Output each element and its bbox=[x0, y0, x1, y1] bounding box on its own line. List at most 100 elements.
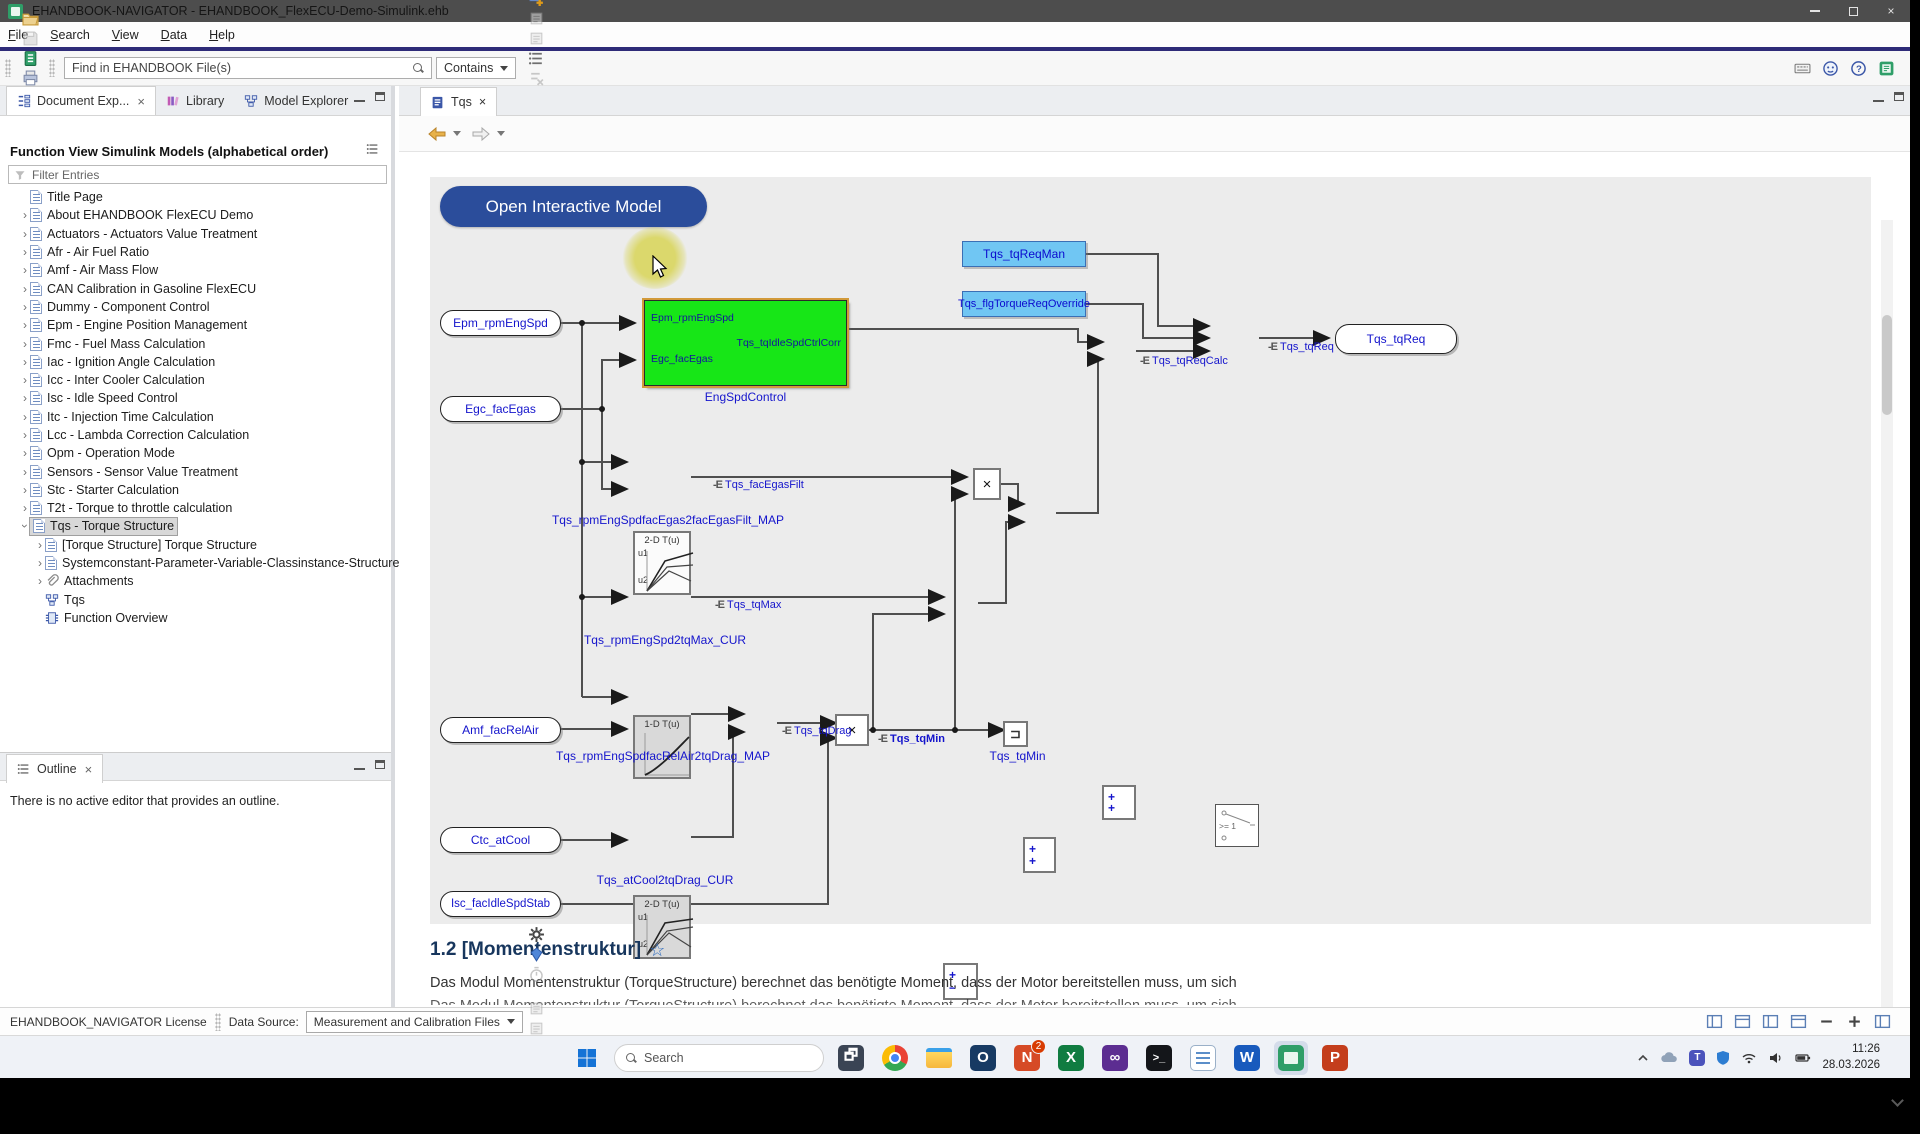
visual-studio-icon[interactable]: ∞ bbox=[1098, 1041, 1132, 1075]
chevron-right-icon[interactable]: › bbox=[20, 391, 30, 405]
notepad-icon[interactable] bbox=[1186, 1041, 1220, 1075]
tree-item[interactable]: ›Itc - Injection Time Calculation bbox=[0, 408, 393, 426]
signal-label[interactable]: -ETqs_tqDrag bbox=[782, 725, 851, 737]
tree-item[interactable]: ›Opm - Operation Mode bbox=[0, 444, 393, 462]
contains-dropdown[interactable]: Contains bbox=[436, 57, 516, 79]
chevron-right-icon[interactable]: › bbox=[20, 373, 30, 387]
constant-block[interactable]: Tqs_tqReqMan bbox=[962, 241, 1086, 267]
minimize-button[interactable] bbox=[1796, 0, 1834, 22]
tree-item[interactable]: ›Dummy - Component Control bbox=[0, 298, 393, 316]
security-icon[interactable] bbox=[1716, 1050, 1730, 1065]
open-interactive-model-button[interactable]: Open Interactive Model bbox=[440, 186, 707, 227]
taskbar-search-input[interactable]: Search bbox=[614, 1044, 824, 1072]
goto-block[interactable]: ⊐ bbox=[1003, 721, 1028, 747]
add-block-button[interactable] bbox=[525, 0, 547, 8]
desktop-app-icon[interactable]: 🗗 bbox=[834, 1041, 868, 1075]
tab-outline[interactable]: Outline × bbox=[6, 754, 103, 783]
tree-item[interactable]: ›Afr - Air Fuel Ratio bbox=[0, 243, 393, 261]
taskbar-clock[interactable]: 11:26 28.03.2026 bbox=[1822, 1042, 1880, 1073]
tree-item[interactable]: Function Overview bbox=[0, 609, 393, 627]
favorite-star-icon[interactable]: ☆ bbox=[649, 940, 665, 961]
settings-icon[interactable] bbox=[526, 925, 548, 945]
signal-label[interactable]: -ETqs_tqReq bbox=[1268, 341, 1334, 353]
tray-expand-icon[interactable] bbox=[1637, 1052, 1649, 1064]
subsystem-block-engspdcontrol[interactable]: Epm_rpmEngSpd Tqs_tqIdleSpdCtrlCorr Egc_… bbox=[644, 300, 847, 386]
chevron-right-icon[interactable]: › bbox=[20, 465, 30, 479]
model-tool-button[interactable] bbox=[525, 8, 547, 28]
tab-model-explorer[interactable]: Model Explorer bbox=[234, 86, 358, 115]
outport-block[interactable]: Tqs_tqReq bbox=[1335, 324, 1457, 354]
chevron-right-icon[interactable]: › bbox=[20, 410, 30, 424]
battery-icon[interactable] bbox=[1795, 1050, 1811, 1066]
chevron-right-icon[interactable]: › bbox=[20, 428, 30, 442]
panel-maximize-icon[interactable] bbox=[375, 92, 385, 101]
tab-document-explorer[interactable]: Document Exp... × bbox=[6, 86, 156, 115]
tree-item[interactable]: ›Actuators - Actuators Value Treatment bbox=[0, 225, 393, 243]
chrome-icon[interactable] bbox=[878, 1041, 912, 1075]
layout-bottom-icon[interactable] bbox=[1731, 1012, 1753, 1032]
signal-label[interactable]: -ETqs_tqMin bbox=[878, 733, 945, 745]
tab-tqs[interactable]: Tqs × bbox=[420, 87, 497, 116]
chevron-right-icon[interactable]: › bbox=[35, 556, 45, 570]
zoom-out-button[interactable] bbox=[1815, 1012, 1837, 1032]
close-icon[interactable]: × bbox=[137, 94, 145, 109]
inport-block[interactable]: Ctc_atCool bbox=[440, 827, 561, 853]
keyboard-shortcuts-button[interactable] bbox=[1791, 59, 1813, 79]
signal-label[interactable]: -ETqs_tqMax bbox=[715, 599, 781, 611]
chevron-right-icon[interactable]: › bbox=[20, 337, 30, 351]
save-button[interactable] bbox=[19, 28, 41, 48]
inport-block[interactable]: Isc_facIdleSpdStab bbox=[440, 891, 561, 917]
chevron-down-icon[interactable]: › bbox=[18, 521, 32, 531]
filter-input[interactable]: Filter Entries bbox=[8, 165, 387, 184]
volume-icon[interactable] bbox=[1768, 1050, 1784, 1066]
chevron-right-icon[interactable]: › bbox=[20, 245, 30, 259]
close-icon[interactable]: × bbox=[479, 95, 486, 109]
zoom-in-button[interactable] bbox=[1843, 1012, 1865, 1032]
menu-help[interactable]: Help bbox=[203, 26, 241, 44]
maximize-button[interactable] bbox=[1834, 0, 1872, 22]
chevron-right-icon[interactable]: › bbox=[20, 355, 30, 369]
calibration-tool-button[interactable] bbox=[525, 28, 547, 48]
open-file-button[interactable] bbox=[19, 8, 41, 28]
sum-block[interactable]: ++ bbox=[1023, 837, 1056, 873]
tree-item[interactable]: ›Epm - Engine Position Management bbox=[0, 316, 393, 334]
panel-minimize-icon[interactable] bbox=[1873, 100, 1884, 102]
tree-item[interactable]: ›Tqs - Torque Structure bbox=[0, 517, 393, 535]
tree-item[interactable]: ›Stc - Starter Calculation bbox=[0, 481, 393, 499]
measure-tool-icon[interactable] bbox=[526, 999, 548, 1019]
tree-item[interactable]: ›About EHANDBOOK FlexECU Demo bbox=[0, 206, 393, 224]
panel-minimize-icon[interactable] bbox=[354, 100, 365, 102]
layout-full-icon[interactable] bbox=[1787, 1012, 1809, 1032]
notes-app-icon[interactable]: N2 bbox=[1010, 1041, 1044, 1075]
close-button[interactable]: × bbox=[1872, 0, 1910, 22]
panel-maximize-icon[interactable] bbox=[375, 760, 385, 769]
tree-item[interactable]: ›Fmc - Fuel Mass Calculation bbox=[0, 334, 393, 352]
inport-block[interactable]: Amf_facRelAir bbox=[440, 717, 561, 743]
curve-1d-block[interactable]: 1-D T(u) bbox=[633, 715, 691, 779]
tree-item[interactable]: ›CAN Calibration in Gasoline FlexECU bbox=[0, 279, 393, 297]
forward-icon[interactable] bbox=[471, 126, 491, 142]
open-handbook-button[interactable] bbox=[19, 48, 41, 68]
ehandbook-app-icon[interactable] bbox=[1274, 1041, 1308, 1075]
tree-item[interactable]: Title Page bbox=[0, 188, 393, 206]
signal-label[interactable]: -ETqs_tqReqCalc bbox=[1140, 355, 1228, 367]
layout-right-icon[interactable] bbox=[1759, 1012, 1781, 1032]
menu-search[interactable]: Search bbox=[44, 26, 96, 44]
forward-history-icon[interactable] bbox=[497, 131, 505, 136]
multiply-block[interactable]: × bbox=[973, 468, 1001, 500]
help-button[interactable] bbox=[1847, 59, 1869, 79]
close-icon[interactable]: × bbox=[85, 762, 93, 777]
layout-left-icon[interactable] bbox=[1703, 1012, 1725, 1032]
ehandbook-info-button[interactable] bbox=[1875, 59, 1897, 79]
teams-icon[interactable]: T bbox=[1689, 1050, 1705, 1066]
assistant-button[interactable] bbox=[1819, 59, 1841, 79]
powerpoint-icon[interactable]: P bbox=[1318, 1041, 1352, 1075]
print-button[interactable] bbox=[19, 68, 41, 88]
inport-block[interactable]: Egc_facEgas bbox=[440, 396, 561, 422]
panel-minimize-icon[interactable] bbox=[354, 768, 365, 770]
file-explorer-icon[interactable] bbox=[922, 1041, 956, 1075]
tree-item[interactable]: ›Systemconstant-Parameter-Variable-Class… bbox=[0, 554, 393, 572]
back-history-icon[interactable] bbox=[453, 131, 461, 136]
switch-block[interactable]: >= 1 bbox=[1215, 804, 1259, 847]
layout-panel-icon[interactable] bbox=[1871, 1012, 1893, 1032]
